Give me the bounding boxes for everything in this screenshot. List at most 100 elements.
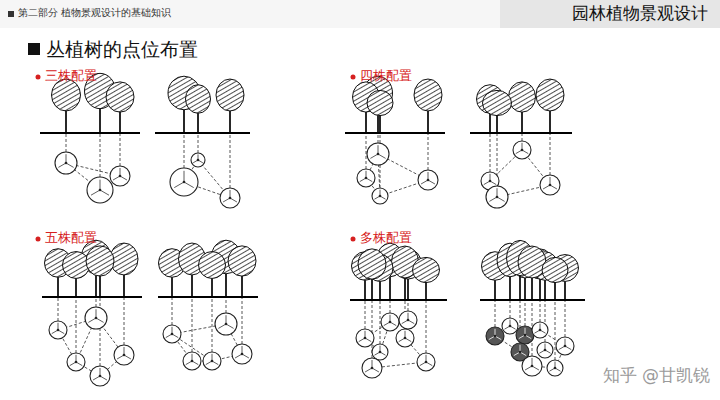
tree-plan-symbol [486, 186, 508, 208]
tree-plan-symbol [220, 188, 240, 208]
tree-plan-symbol [90, 366, 110, 386]
dashed-guide [96, 297, 97, 307]
tree-crown [518, 246, 546, 278]
tree-plan-center [75, 361, 78, 364]
tree-plan-center [407, 319, 410, 322]
tree-plan-mark [497, 188, 498, 197]
tree-crown [63, 252, 90, 279]
tree-plan-symbol [55, 152, 77, 174]
dashed-guide [540, 300, 541, 322]
tree-plan-mark [66, 163, 74, 167]
section-label: 五株配置 [45, 230, 97, 246]
tree-plan-symbol [215, 313, 237, 335]
tree-plan-mark [184, 171, 185, 182]
tree-plan-symbol [540, 175, 560, 195]
ground-line [345, 132, 445, 134]
tree-plan-center [389, 321, 392, 324]
header-band [500, 0, 720, 28]
plant-group [40, 73, 140, 203]
tree-plan-center [95, 317, 98, 320]
dashed-guide [390, 300, 391, 313]
tree-plan-center [99, 375, 102, 378]
tree-crown [483, 90, 512, 115]
dashed-guide [428, 133, 429, 170]
tree-crown [86, 246, 114, 276]
tree-plan-symbol [49, 321, 67, 339]
tree-plan-symbol [516, 326, 534, 344]
dashed-guide [510, 300, 511, 318]
tree-plan-center [377, 153, 380, 156]
tree-plan-symbol [163, 325, 181, 343]
tree-plan-center [496, 196, 499, 199]
tree-plan-center [544, 349, 547, 352]
tree-plan-mark [174, 182, 184, 188]
tree-plan-symbol [110, 166, 130, 186]
tree-plan-symbol [381, 313, 399, 331]
tree-crown [228, 246, 256, 276]
tree-plan-symbol [67, 353, 85, 371]
section-label: 四株配置 [360, 68, 412, 84]
tree-plan-center [427, 179, 430, 182]
plant-group [480, 240, 585, 376]
tree-plan-symbol [356, 329, 374, 347]
tree-plan-center [494, 335, 497, 338]
dashed-guide [365, 300, 366, 329]
tree-plan-mark [100, 190, 109, 195]
tree-plan-mark [58, 163, 66, 167]
dashed-guide [525, 300, 526, 326]
tree-crown [542, 257, 568, 282]
tree-plan-symbol [232, 344, 252, 364]
tree-crown [186, 85, 211, 114]
red-bullet [351, 75, 356, 80]
dashed-guide [120, 133, 121, 166]
tree-plan-center [119, 175, 122, 178]
dashed-guide [66, 133, 67, 152]
tree-plan-symbol [417, 353, 435, 371]
header-bullet [8, 11, 14, 17]
tree-plan-center [65, 162, 68, 165]
tree-plan-center [365, 177, 368, 180]
tree-crown [414, 79, 442, 111]
tree-plan-center [425, 361, 428, 364]
tree-plan-symbol [396, 329, 414, 347]
ground-line [350, 299, 447, 301]
tree-plan-center [57, 329, 60, 332]
dashed-guide [198, 133, 199, 153]
ground-line [470, 132, 572, 134]
tree-plan-center [531, 365, 534, 368]
ground-line [158, 296, 258, 298]
ground-line [155, 132, 250, 134]
tree-plan-symbol [372, 344, 388, 360]
tree-plan-symbol [191, 153, 205, 167]
tree-plan-center [524, 334, 527, 337]
tree-plan-symbol [183, 352, 201, 370]
tree-crown [106, 82, 134, 112]
tree-plan-center [509, 325, 512, 328]
dashed-guide [380, 300, 381, 344]
dashed-guide [58, 297, 59, 321]
tree-plan-symbol [522, 356, 542, 376]
header-bar [0, 0, 720, 28]
dashed-guide [242, 297, 243, 344]
plant-group [350, 243, 447, 378]
tree-plan-center [99, 189, 102, 192]
tree-plan-mark [497, 197, 505, 201]
tree-plan-symbol [372, 188, 388, 204]
tree-plan-center [539, 329, 542, 332]
plant-group [470, 79, 572, 208]
watermark: 知乎 @甘凯锐 [603, 365, 710, 385]
dashed-guide [366, 133, 367, 169]
tree-plan-center [123, 354, 126, 357]
tree-plan-mark [378, 154, 386, 158]
plant-group [345, 76, 445, 204]
tree-plan-symbol [556, 337, 574, 355]
tree-plan-center [191, 360, 194, 363]
dashed-guide [490, 133, 491, 172]
tree-plan-symbol [367, 143, 389, 165]
header-brand: 园林植物景观设计 [572, 3, 708, 23]
tree-plan-center [371, 367, 374, 370]
dashed-guide [226, 297, 227, 313]
tree-plan-symbol [537, 342, 553, 358]
tree-plan-symbol [114, 345, 134, 365]
tree-plan-mark [218, 324, 226, 328]
